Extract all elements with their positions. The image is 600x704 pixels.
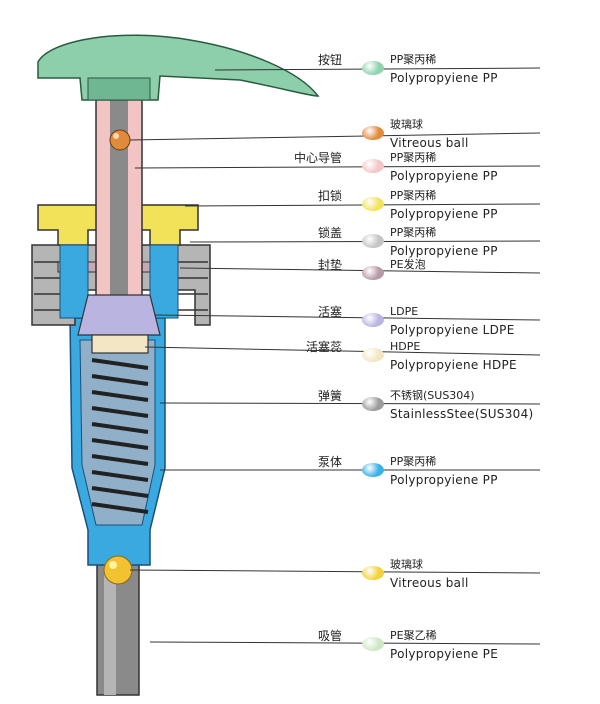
material-swatch: [362, 126, 384, 140]
spring-coil: [91, 486, 149, 498]
material-swatch: [362, 637, 384, 651]
leader-line: [154, 314, 541, 321]
spring-coil: [91, 422, 149, 434]
material-english: StainlessStee(SUS304): [390, 407, 534, 421]
top-glass-ball: [109, 129, 131, 151]
material-swatch: [362, 397, 384, 411]
material-english: Polypropyiene PP: [390, 71, 498, 85]
part-name: 活塞: [317, 305, 342, 319]
part-name: 扣锁: [317, 189, 342, 203]
bottom-glass-ball: [103, 555, 133, 585]
material-english: Polypropyiene LDPE: [390, 323, 515, 337]
spring-coil: [91, 374, 149, 386]
leader-line: [179, 267, 541, 274]
material-name: PE聚乙稀: [390, 629, 437, 642]
material-swatch: [362, 197, 384, 211]
part-name: 活塞蕊: [305, 340, 342, 354]
piston-core: [91, 334, 149, 354]
material-name: PE发泡: [390, 258, 426, 271]
material-english: Polypropyiene PE: [390, 647, 499, 661]
material-name: HDPE: [390, 340, 421, 353]
part-name: 按钮: [317, 53, 342, 67]
spring-coil: [91, 470, 149, 482]
material-name: 玻璃球: [390, 558, 423, 571]
part-name: 中心导管: [293, 151, 342, 165]
spring-coil: [91, 438, 149, 450]
material-name: 不锈钢(SUS304): [390, 389, 475, 402]
material-swatch: [362, 463, 384, 477]
part-name: 弹簧: [317, 389, 342, 403]
actuator-head: [37, 34, 320, 101]
leader-line: [129, 569, 541, 574]
part-name: 锁盖: [317, 226, 342, 240]
spring-coil: [91, 502, 149, 514]
piston: [77, 294, 161, 336]
leader-line: [149, 641, 541, 645]
material-swatch: [362, 234, 384, 248]
part-name: 泵体: [317, 455, 342, 469]
material-name: 玻璃球: [390, 118, 423, 131]
material-english: Polypropyiene PP: [390, 244, 498, 258]
material-english: Vitreous ball: [390, 576, 469, 590]
material-name: PP聚丙稀: [390, 53, 437, 66]
leader-line: [144, 346, 541, 356]
spring-coil: [91, 358, 149, 370]
spring-coil: [91, 390, 149, 402]
leader-line: [129, 132, 541, 141]
material-name: PP聚丙稀: [390, 151, 437, 164]
spring: [91, 358, 149, 514]
leader-line: [134, 165, 541, 169]
part-name: 吸管: [317, 629, 342, 643]
spring-coil: [91, 406, 149, 418]
material-name: LDPE: [390, 305, 419, 318]
material-swatch: [362, 159, 384, 173]
material-swatch: [362, 313, 384, 327]
material-name: PP聚丙稀: [390, 189, 437, 202]
material-english: Polypropyiene HDPE: [390, 358, 517, 372]
part-name: 封垫: [317, 258, 342, 272]
material-english: Polypropyiene PP: [390, 473, 498, 487]
material-english: Polypropyiene PP: [390, 207, 498, 221]
material-swatch: [362, 266, 384, 280]
material-swatch: [362, 566, 384, 580]
material-name: PP聚丙稀: [390, 226, 437, 239]
leader-line: [159, 402, 541, 405]
material-english: Polypropyiene PP: [390, 169, 498, 183]
spring-coil: [91, 454, 149, 466]
material-swatch: [362, 348, 384, 362]
material-swatch: [362, 61, 384, 75]
material-english: Vitreous ball: [390, 136, 469, 150]
material-name: PP聚丙稀: [390, 455, 437, 468]
